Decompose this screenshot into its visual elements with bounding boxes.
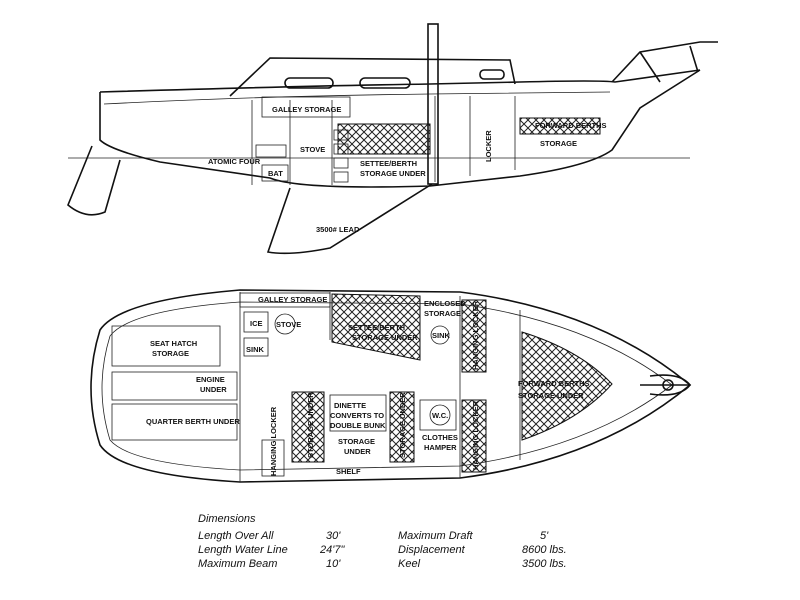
plan-forward-berths-label-2: STORAGE UNDER: [518, 391, 584, 400]
plan-dinette-label-3: DOUBLE BUNK: [330, 421, 386, 430]
profile-atomic-four-label: ATOMIC FOUR: [208, 157, 261, 166]
profile-storage-label: STORAGE: [540, 139, 577, 148]
plan-galley-storage-label: GALLEY STORAGE: [258, 295, 327, 304]
plan-engine-label-1: ENGINE: [196, 375, 225, 384]
plan-hanging-locker-fwd-bottom-label: HANGING LOCKER: [471, 400, 480, 470]
plan-dinette-label-1: DINETTE: [334, 401, 366, 410]
dim-value: 30': [326, 530, 341, 542]
profile-forward-berths-label: FORWARD BERTHS: [535, 121, 607, 130]
profile-settee-label-1: SETTEE/BERTH: [360, 159, 417, 168]
plan-seat-hatch-label-2: STORAGE: [152, 349, 189, 358]
plan-settee-label-2: STORAGE UNDER: [352, 333, 418, 342]
forward-berth-hatch: [519, 117, 601, 135]
storage-under-hatch-2: [389, 391, 415, 463]
profile-galley-storage-label: GALLEY STORAGE: [272, 105, 341, 114]
plan-wc-label: W.C.: [432, 411, 448, 420]
hanging-locker-hatch: [461, 299, 487, 373]
profile-view: GALLEY STORAGE STOVE ATOMIC FOUR BAT SET…: [67, 23, 718, 255]
plan-clothes-hamper-label-2: HAMPER: [424, 443, 457, 452]
bow-pulpit: [611, 41, 718, 83]
plan-head-sink-label: SINK: [432, 331, 451, 340]
keel: [266, 183, 433, 255]
portlight: [479, 69, 505, 80]
dim-value: 24'7": [319, 544, 345, 556]
mast: [427, 23, 439, 185]
storage-under-hatch-1: [291, 391, 325, 463]
dim-value: 5': [540, 530, 549, 542]
hanging-locker-hatch-2: [461, 399, 487, 473]
portlight: [359, 77, 411, 89]
dim-label: Length Over All: [198, 530, 274, 542]
plan-engine-label-2: UNDER: [200, 385, 227, 394]
plan-seat-hatch-label-1: SEAT HATCH: [150, 339, 197, 348]
dim-label: Keel: [398, 558, 421, 570]
dim-label: Maximum Draft: [398, 530, 474, 542]
plan-settee-label-1: SETTEE/BERTH: [348, 323, 405, 332]
plan-hanging-locker-aft-label: HANGING LOCKER: [269, 406, 278, 476]
plan-view: GALLEY STORAGE ICE STOVE SINK SEAT HATCH…: [90, 289, 692, 483]
dim-value: 10': [326, 558, 341, 570]
dim-label: Maximum Beam: [198, 558, 277, 570]
plan-hanging-locker-fwd-top-label: HANGING LOCKER: [471, 300, 480, 370]
settee-hatch-plan: [331, 293, 421, 361]
plan-ice-label: ICE: [250, 319, 263, 328]
plan-storage-under-right-label: STORAGE UNDER: [398, 392, 407, 458]
dimensions-title: Dimensions: [198, 513, 256, 525]
dim-value: 8600 lbs.: [522, 544, 567, 556]
forward-berth-hatch-plan: [521, 331, 613, 441]
profile-settee-label-2: STORAGE UNDER: [360, 169, 426, 178]
profile-bat-label: BAT: [268, 169, 283, 178]
plan-storage-under-center-2: UNDER: [344, 447, 371, 456]
profile-stove-label: STOVE: [300, 145, 325, 154]
plan-clothes-hamper-label-1: CLOTHES: [422, 433, 458, 442]
plan-enclosed-storage-label-2: STORAGE: [424, 309, 461, 318]
plan-stove-label: STOVE: [276, 320, 301, 329]
settee-hatch: [337, 123, 431, 155]
plan-storage-under-left-label: STORAGE UNDER: [306, 392, 315, 458]
plan-dinette-label-2: CONVERTS TO: [330, 411, 384, 420]
profile-lead-label: 3500# LEAD: [316, 225, 360, 234]
plan-shelf-label: SHELF: [336, 467, 361, 476]
plan-galley-sink-label: SINK: [246, 345, 265, 354]
dim-label: Length Water Line: [198, 544, 288, 556]
plan-forward-berths-label-1: FORWARD BERTHS: [518, 379, 590, 388]
plan-hull-outline: [90, 289, 692, 483]
plan-enclosed-storage-label-1: ENCLOSED: [424, 299, 466, 308]
rudder: [67, 145, 121, 216]
dim-label: Displacement: [398, 544, 466, 556]
cabin-trunk: [229, 57, 516, 97]
dim-value: 3500 lbs.: [522, 558, 567, 570]
plan-storage-under-center-1: STORAGE: [338, 437, 375, 446]
hull-outline: [99, 69, 701, 188]
portlight: [284, 77, 334, 89]
profile-locker-label: LOCKER: [484, 130, 493, 162]
plan-quarter-berth-label: QUARTER BERTH UNDER: [146, 417, 240, 426]
dimensions-table: Dimensions Length Over All 30' Maximum D…: [198, 513, 567, 570]
